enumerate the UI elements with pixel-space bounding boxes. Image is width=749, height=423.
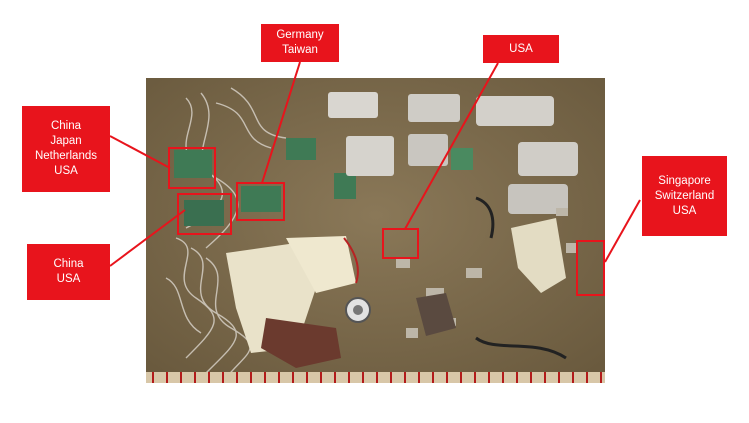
label-singapore-switzerland-usa: Singapore Switzerland USA [642, 156, 727, 236]
label-line: Taiwan [282, 44, 318, 56]
debris-photo [146, 78, 605, 383]
label-germany-taiwan: Germany Taiwan [261, 24, 339, 62]
label-line: China [53, 258, 84, 270]
scale-ruler [146, 372, 605, 383]
debris-illustration [146, 78, 605, 383]
label-line: USA [54, 165, 78, 177]
highlight-box-usa [382, 228, 419, 259]
highlight-box-singapore [576, 240, 605, 296]
label-china-usa: China USA [27, 244, 110, 300]
label-line: Singapore [658, 174, 711, 187]
label-usa: USA [483, 35, 559, 63]
label-china-japan-netherlands-usa: China Japan Netherlands USA [22, 106, 110, 192]
highlight-box-germany-taiwan [236, 182, 285, 221]
label-line: China [50, 120, 82, 132]
label-line: Germany [276, 29, 324, 41]
label-line: Netherlands [34, 150, 97, 162]
label-line: USA [509, 42, 533, 55]
label-line: USA [56, 273, 81, 285]
label-line: Japan [50, 135, 82, 147]
label-line: Switzerland [654, 189, 715, 202]
label-line: USA [672, 204, 697, 217]
